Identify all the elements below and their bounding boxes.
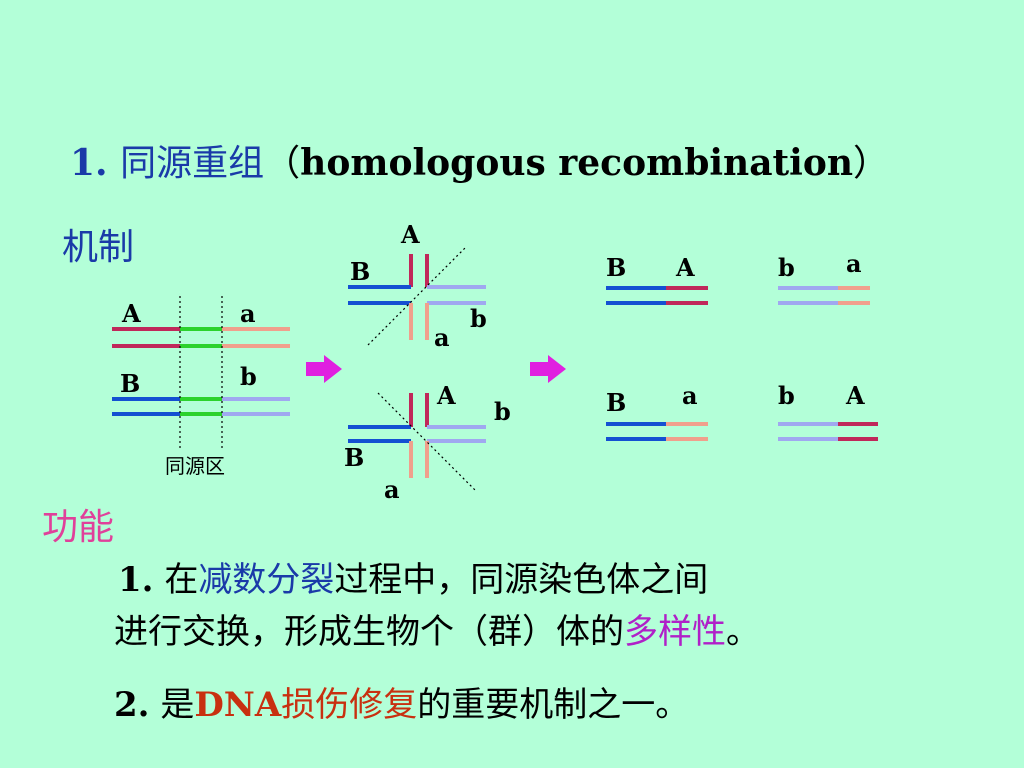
arrow-right-icon xyxy=(530,355,566,383)
point-2-line: 2. 是DNA损伤修复的重要机制之一。 xyxy=(114,677,689,726)
result-bA-right: A xyxy=(845,381,865,410)
point-2-end: 的重要机制之一。 xyxy=(417,685,690,725)
point-1-line-2-text: 进行交换，形成生物个（群）体的 xyxy=(114,612,624,652)
title-number: 1. xyxy=(70,142,108,184)
point-2-prefix: 是 xyxy=(160,685,195,725)
result-Ba-left: B xyxy=(606,388,626,417)
top-label-a: a xyxy=(434,323,450,352)
bottom-label-A: A xyxy=(436,381,456,410)
title-chinese: 同源重组 xyxy=(120,143,265,184)
result-BA-right: A xyxy=(675,253,695,282)
bottom-crossover: A b B a xyxy=(344,381,511,504)
bottom-label-a: a xyxy=(384,475,400,504)
mechanism-heading: 机制 xyxy=(62,227,135,268)
bottom-label-B: B xyxy=(344,443,364,472)
point-1-line-2: 进行交换，形成生物个（群）体的多样性。 xyxy=(114,604,760,653)
point-1-middle: 过程中，同源染色体之间 xyxy=(334,560,709,600)
point-1-end: 。 xyxy=(726,612,760,652)
result-ba: b a xyxy=(778,249,870,305)
result-BA: B A xyxy=(606,253,708,305)
bottom-label-b: b xyxy=(494,397,511,426)
left-label-b: b xyxy=(240,362,257,391)
point-1-number: 1. xyxy=(118,560,154,600)
top-crossover: A B a b xyxy=(348,220,487,352)
homologous-region-label: 同源区 xyxy=(165,454,225,478)
point-2-number: 2. xyxy=(114,685,150,725)
result-Ba: B a xyxy=(606,381,708,441)
result-Ba-right: a xyxy=(682,381,698,410)
result-bA-left: b xyxy=(778,381,795,410)
title-close-paren: ） xyxy=(853,143,890,184)
point-2-highlight-repair: 损伤修复 xyxy=(281,685,418,725)
result-BA-left: B xyxy=(606,253,626,282)
point-1-prefix: 在 xyxy=(164,560,199,600)
left-label-A: A xyxy=(121,299,141,328)
top-label-b: b xyxy=(470,304,487,333)
result-ba-right: a xyxy=(846,249,862,278)
title-english: homologous recombination xyxy=(300,142,854,184)
result-bA: b A xyxy=(778,381,878,441)
title-open-paren: （ xyxy=(264,143,301,184)
top-label-B: B xyxy=(350,257,370,286)
left-label-a: a xyxy=(240,299,256,328)
result-ba-left: b xyxy=(778,253,795,282)
left-chromosome-pair: A a B b 同源区 xyxy=(112,296,290,478)
slide-title: 1. 同源重组（homologous recombination） xyxy=(70,134,889,186)
point-1-highlight-meiosis: 减数分裂 xyxy=(198,560,335,600)
arrow-right-icon xyxy=(306,355,342,383)
top-label-A: A xyxy=(400,220,420,249)
point-2-highlight-dna: DNA xyxy=(194,685,282,725)
point-1-line-1: 1. 在减数分裂过程中，同源染色体之间 xyxy=(118,552,708,601)
left-label-B: B xyxy=(120,369,140,398)
point-1-highlight-diversity: 多样性 xyxy=(624,612,726,652)
function-heading: 功能 xyxy=(42,507,115,548)
